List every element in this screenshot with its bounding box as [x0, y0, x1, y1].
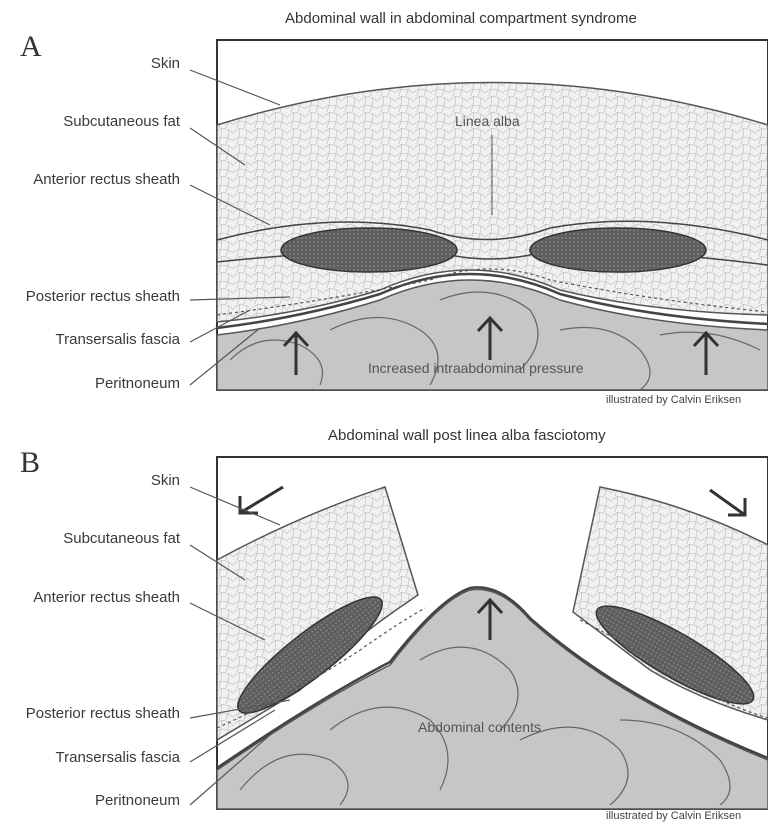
label-b-skin: Skin: [151, 472, 180, 489]
panel-b-letter: B: [20, 446, 40, 480]
panel-b-title: Abdominal wall post linea alba fasciotom…: [328, 427, 606, 444]
label-a-transversalis-fascia: Transersalis fascia: [56, 331, 180, 348]
pressure-label: Increased intraabdominal pressure: [368, 360, 584, 376]
panel-a-rectus-right: [530, 228, 706, 272]
panel-a-rectus-left: [281, 228, 457, 272]
label-a-subcutaneous-fat: Subcutaneous fat: [63, 113, 180, 130]
panel-b-credit: illustrated by Calvin Eriksen: [606, 810, 741, 822]
panel-a-illustration: [190, 40, 768, 390]
label-b-posterior-rectus-sheath: Posterior rectus sheath: [26, 705, 180, 722]
linea-alba-label: Linea alba: [455, 113, 520, 129]
panel-a-credit: illustrated by Calvin Eriksen: [606, 394, 741, 406]
label-a-peritoneum: Peritnoneum: [95, 375, 180, 392]
label-b-peritoneum: Peritnoneum: [95, 792, 180, 809]
panel-a-letter: A: [20, 30, 42, 64]
label-a-skin: Skin: [151, 55, 180, 72]
panel-b-illustration: [190, 457, 768, 809]
label-a-posterior-rectus-sheath: Posterior rectus sheath: [26, 288, 180, 305]
abdominal-contents-label: Abdominal contents: [418, 719, 541, 735]
label-b-transversalis-fascia: Transersalis fascia: [56, 749, 180, 766]
panel-a-title: Abdominal wall in abdominal compartment …: [285, 10, 637, 27]
label-b-anterior-rectus-sheath: Anterior rectus sheath: [33, 589, 180, 606]
label-a-anterior-rectus-sheath: Anterior rectus sheath: [33, 171, 180, 188]
label-b-subcutaneous-fat: Subcutaneous fat: [63, 530, 180, 547]
